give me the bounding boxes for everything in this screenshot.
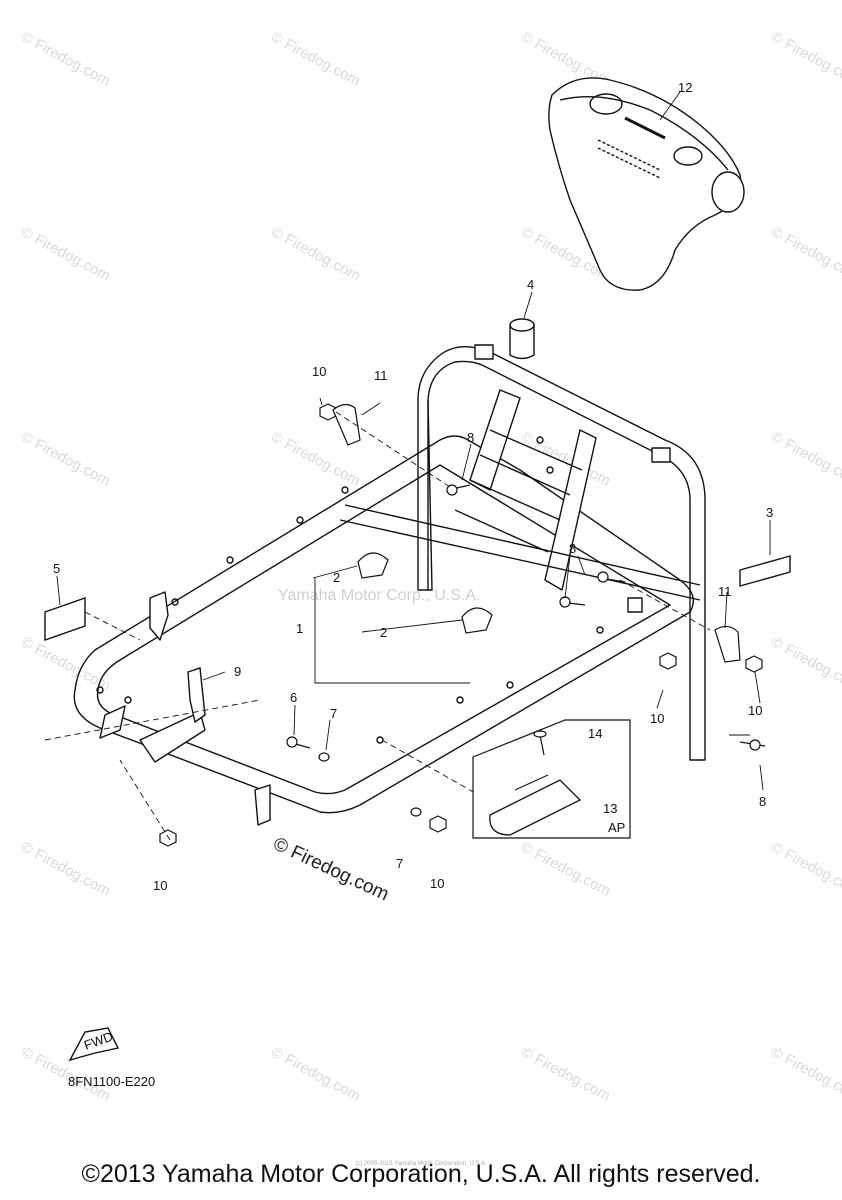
- watermark: © Firedog.com: [18, 429, 113, 490]
- fwd-arrow-icon: FWD: [68, 1027, 120, 1062]
- callout-6: 6: [290, 690, 297, 705]
- watermark: © Firedog.com: [768, 839, 842, 900]
- watermark: © Firedog.com: [768, 429, 842, 490]
- watermark: © Firedog.com: [768, 29, 842, 90]
- callouts: 1 2 2 3 4 5 6 7 7 8 8 8 9 10 10 10 10 10…: [53, 80, 773, 893]
- skid-plate-part: [489, 779, 582, 836]
- callout-9: 9: [234, 664, 241, 679]
- watermark: © Firedog.com: [768, 634, 842, 695]
- callout-8: 8: [759, 794, 766, 809]
- callout-13: 13: [603, 801, 617, 816]
- callout-10: 10: [748, 703, 762, 718]
- callout-4: 4: [527, 277, 534, 292]
- watermark: © Firedog.com: [18, 29, 113, 90]
- rivet-part: [539, 734, 545, 756]
- watermark: © Firedog.com: [768, 1044, 842, 1105]
- callout-2: 2: [380, 625, 387, 640]
- watermark: © Firedog.com: [768, 224, 842, 285]
- copyright: ©2013 Yamaha Motor Corporation, U.S.A. A…: [81, 1160, 761, 1188]
- watermark: © Firedog.com: [518, 429, 613, 490]
- watermark: © Firedog.com: [268, 224, 363, 285]
- watermark: © Firedog.com: [268, 1044, 363, 1105]
- firedog-watermark: © Firedog.com: [270, 833, 392, 905]
- callout-14: 14: [588, 726, 602, 741]
- label-part: [44, 597, 86, 641]
- part-code: 8FN1100-E220: [68, 1074, 155, 1089]
- watermark: © Firedog.com: [518, 1044, 613, 1105]
- watermark: © Firedog.com: [268, 29, 363, 90]
- center-watermark: Yamaha Motor Corp., U.S.A.: [278, 587, 480, 604]
- watermark: © Firedog.com: [18, 224, 113, 285]
- frame-part: [73, 344, 706, 826]
- callout-11: 11: [718, 584, 732, 599]
- callout-10: 10: [430, 876, 444, 891]
- callout-3: 3: [766, 505, 773, 520]
- callout-10: 10: [650, 711, 664, 726]
- inset-label: AP: [608, 820, 625, 835]
- watermark: © Firedog.com: [18, 839, 113, 900]
- collar-part: [509, 318, 535, 360]
- tiny-copyright: (c) 2005-2015 Yamaha Motor Corporation, …: [355, 1161, 487, 1167]
- fasteners: [159, 403, 766, 847]
- bar-pad-part: [548, 77, 745, 291]
- callout-12: 12: [678, 80, 692, 95]
- callout-5: 5: [53, 561, 60, 576]
- callout-2: 2: [333, 570, 340, 585]
- callout-8: 8: [569, 541, 576, 556]
- callout-11: 11: [374, 368, 388, 383]
- callout-7: 7: [396, 856, 403, 871]
- watermark: © Firedog.com: [518, 839, 613, 900]
- callout-10: 10: [312, 364, 326, 379]
- callout-8: 8: [467, 430, 474, 445]
- inset-box: AP: [472, 719, 631, 839]
- callout-10: 10: [153, 878, 167, 893]
- callout-1: 1: [296, 621, 303, 636]
- callout-7: 7: [330, 706, 337, 721]
- label-plate-part: [739, 555, 791, 587]
- clip-part: [187, 667, 206, 724]
